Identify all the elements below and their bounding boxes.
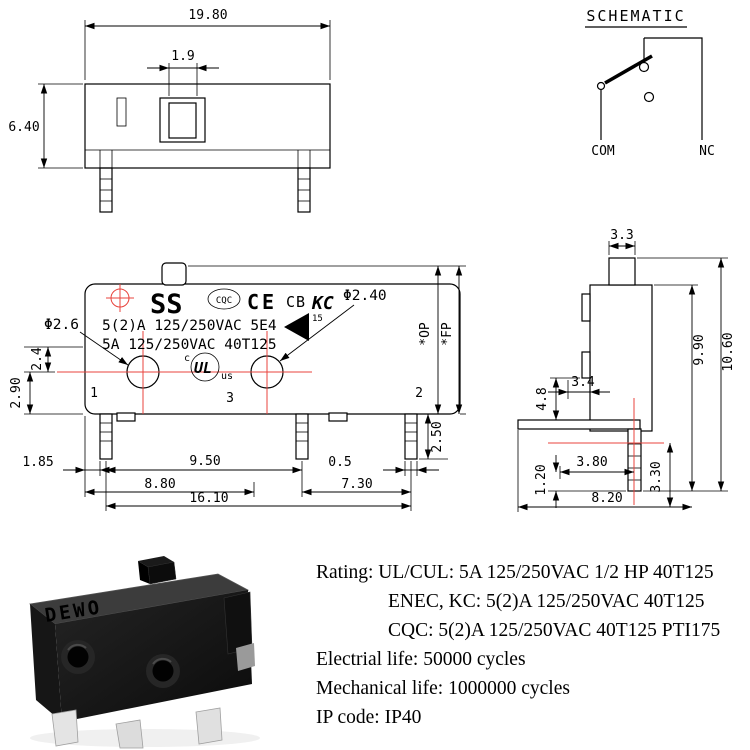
side-step-lower [581,351,591,379]
photo-end-block [223,591,253,655]
side-dimensions: 3.3 9.90 10.60 3.4 4.8 3.80 1.20 [517,228,736,512]
hole-left-dia-label: Φ2.6 [44,317,79,333]
photo-plunger-top [138,556,174,567]
dim-950-label: 9.50 [189,454,220,469]
photo-pin-right [195,707,223,745]
dim-250-label: 2.50 [430,421,445,452]
front-centerlines [57,284,312,414]
photo-pin-middle [115,719,144,749]
fp-label: *FP [440,322,455,346]
top-view: 19.80 1.9 6.40 [8,8,331,213]
front-left-dimensions: 2.90 2.4 [9,346,83,415]
front-bottom-dimensions: 1.85 9.50 0.5 8.80 7.30 16.10 2.50 [22,414,448,511]
terminal-2-label: 2 [415,386,423,401]
top-view-pins [99,167,311,213]
spec-ip-code: IP code: IP40 [316,707,422,728]
front-view: SS CQC CE CB KC 15 5(2)A 125/250VAC 5E4 … [9,262,466,511]
dim-730-label: 7.30 [341,477,372,492]
front-foot-left [116,412,136,422]
photo-plunger-front [147,561,177,585]
ul-mark: c UL us [184,352,233,382]
top-view-body-outline [84,83,331,169]
black-wedge-mark [284,313,309,341]
schematic-pivot [596,81,606,91]
spec-electrical-life: Electrial life: 50000 cycles [316,649,526,670]
schematic-contact-upper [638,61,650,73]
cb-mark: CB [286,293,306,311]
product-photo: DEWO [29,556,260,749]
photo-pin-left [51,709,79,747]
com-label: COM [591,144,615,159]
side-view: 3.3 9.90 10.60 3.4 4.8 3.80 1.20 [517,228,736,512]
top-view-plunger-inner [168,102,197,139]
op-label: *OP [418,322,433,346]
side-plunger [608,257,636,286]
dim-880-label: 8.80 [144,477,175,492]
hole-right-dia-label: Φ2.40 [343,288,387,304]
ul-us-text: us [221,371,233,382]
photo-hole-left [67,646,89,668]
dim-48-label: 4.8 [535,387,550,410]
side-centerlines [548,398,664,505]
cqc-logo-text: CQC [216,296,232,306]
schematic: SCHEMATIC COM NC [585,7,715,159]
front-pins [99,413,418,460]
photo-hole-right [152,660,174,682]
dim-990-label: 9.90 [692,334,707,365]
kc-mark: KC [311,293,334,314]
dim-185-label: 1.85 [22,455,53,470]
ul-c-text: c [184,353,190,364]
dim-330-label: 3.30 [649,461,664,492]
dim-1060-label: 10.60 [721,332,736,371]
rating-line-1: 5(2)A 125/250VAC 5E4 [102,318,277,334]
dim-290-label: 2.90 [9,377,24,408]
rating-line-2: 5A 125/250VAC 40T125 [102,337,277,353]
photo-body-front [55,590,252,722]
photo-metal-clip [236,643,255,671]
spec-rating: Rating: UL/CUL: 5A 125/250VAC 1/2 HP 40T… [316,562,714,583]
nc-label: NC [699,144,715,159]
dim-820-label: 8.20 [591,491,622,506]
cqc-logo [207,288,241,310]
side-body-outline [589,284,653,432]
photo-body-left [30,604,62,722]
specs-panel: Rating: UL/CUL: 5A 125/250VAC 1/2 HP 40T… [316,558,746,732]
ce-mark: CE [247,290,277,314]
dim-height-label: 6.40 [8,120,39,135]
dim-33-label: 3.3 [610,228,633,243]
spec-enec-kc: ENEC, KC: 5(2)A 125/250VAC 40T125 [388,591,705,612]
schematic-circuit [596,37,703,140]
spec-mechanical-life: Mechanical life: 1000000 cycles [316,678,570,699]
dim-34-label: 3.4 [571,375,595,390]
hole-labels: Φ2.6 Φ2.40 [44,288,387,366]
side-step-upper [581,293,591,322]
front-foot-right [328,412,348,422]
dim-24-label: 2.4 [30,347,45,371]
spec-cqc: CQC: 5(2)A 125/250VAC 40T125 PTI175 [388,620,721,641]
top-view-slot [116,97,127,127]
dim-380-label: 3.80 [576,455,607,470]
side-terminal-bar [517,419,641,430]
front-plunger [161,262,187,286]
schematic-contact-lower [643,91,655,103]
front-markings: SS CQC CE CB KC 15 5(2)A 125/250VAC 5E4 … [90,288,423,406]
top-view-plunger-outer [159,97,206,143]
wedge-number: 15 [312,314,323,324]
dim-120-label: 1.20 [534,464,549,495]
dim-width-label: 19.80 [188,8,227,23]
brand-text: SS [150,289,183,320]
dim-1610-label: 16.10 [189,491,228,506]
op-fp-dimensions: *OP *FP [188,265,466,415]
dim-05-label: 0.5 [328,455,351,470]
top-view-dimensions: 19.80 1.9 6.40 [8,8,331,169]
photo-plunger-side [138,561,150,584]
terminal-1-label: 1 [90,386,98,401]
terminal-3-label: 3 [226,391,234,406]
dim-button-label: 1.9 [171,49,194,64]
schematic-title: SCHEMATIC [586,7,685,25]
ul-text: UL [194,359,212,377]
